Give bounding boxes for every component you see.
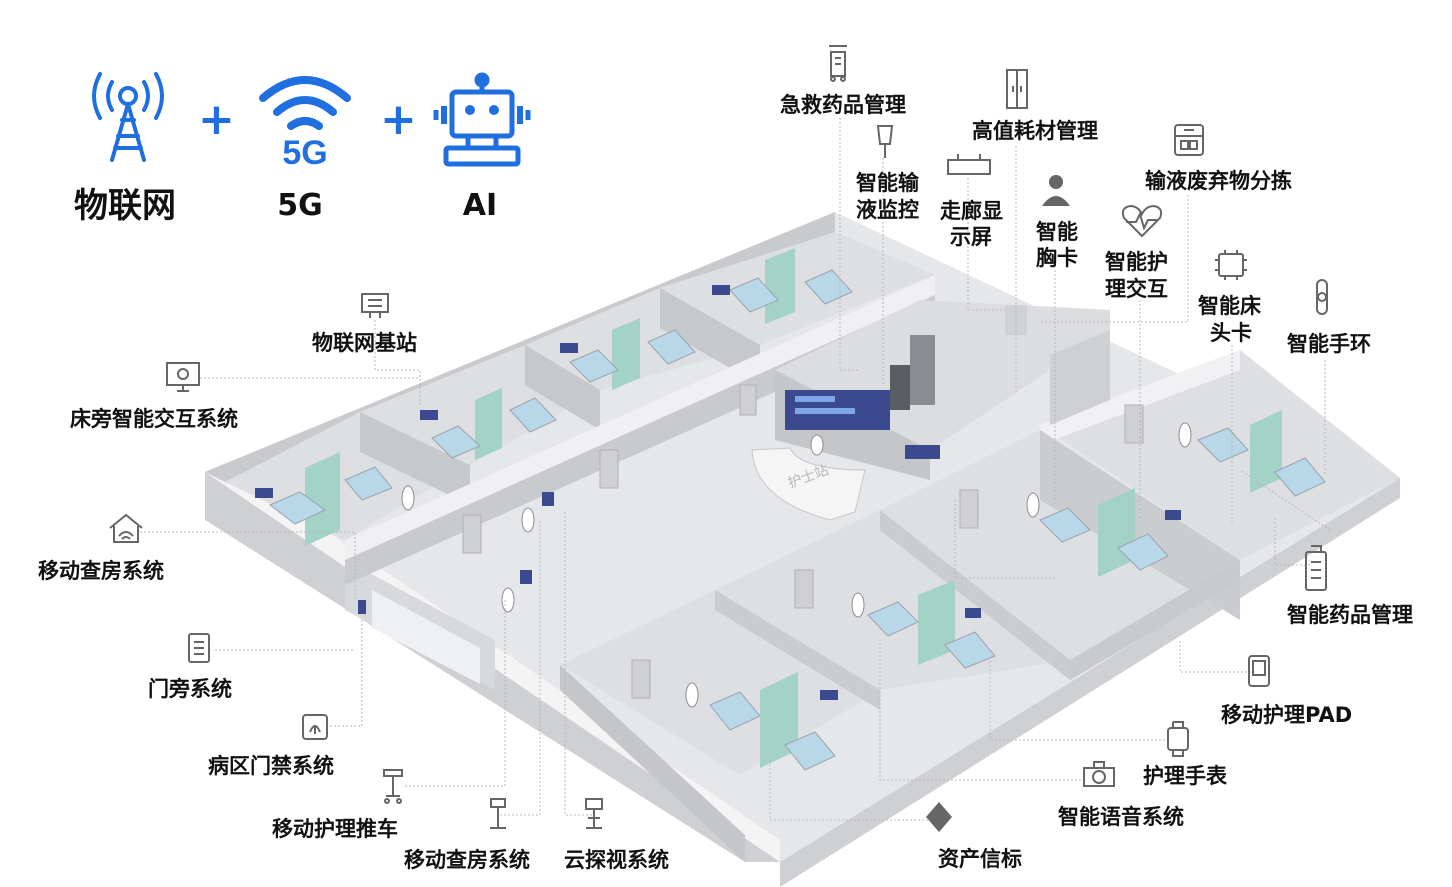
outer-wall-right [780, 478, 1400, 887]
staff-figures [401, 422, 1192, 708]
cloud-visit-icon [585, 798, 603, 829]
header-label-iot: 物联网 [74, 186, 176, 226]
heart-pulse-icon [1121, 204, 1163, 238]
label-smart-bracelet: 智能手环 [1287, 332, 1371, 356]
plus-sign: + [198, 94, 235, 145]
corridor-display-screen [905, 445, 940, 459]
label-ward-access-control: 病区门禁系统 [208, 754, 334, 778]
label-nursing-interaction-line1: 智能护 [1105, 250, 1168, 274]
label-mobile-nursing-pad: 移动护理PAD [1221, 703, 1353, 727]
doors [462, 384, 1144, 699]
label-high-value-consumables: 高值耗材管理 [972, 119, 1098, 143]
label-chest-card-line2: 胸卡 [1036, 246, 1078, 270]
wifi-5g-icon: 5G [259, 76, 351, 168]
cell-tower-icon [92, 72, 164, 162]
label-infusion-waste: 输液废弃物分拣 [1145, 169, 1292, 193]
label-bedside-interaction: 床旁智能交互系统 [70, 407, 238, 431]
rounds-stand-icon [490, 798, 506, 829]
label-emergency-drug: 急救药品管理 [780, 93, 906, 117]
door-panel-icon [188, 633, 210, 663]
corridor-screen-icon [947, 154, 991, 175]
header-label-5g: 5G [277, 188, 323, 223]
label-chest-card-line1: 智能 [1036, 220, 1078, 244]
bed-curtains [305, 248, 1282, 768]
patient-beds [269, 269, 1326, 771]
robot-icon [433, 72, 531, 167]
5g-badge: 5G [282, 134, 327, 168]
label-asset-beacon: 资产信标 [938, 847, 1022, 871]
label-bed-card-line2: 头卡 [1210, 321, 1252, 345]
label-infusion-monitor-line2: 液监控 [856, 198, 919, 222]
plus-sign: + [380, 94, 417, 145]
infusion-icon [876, 125, 894, 158]
label-nursing-watch: 护理手表 [1143, 764, 1227, 788]
waste-box-icon [1174, 124, 1204, 156]
emergency-cart-icon [829, 45, 847, 82]
leader-lines [140, 118, 1331, 821]
label-corridor-display-line1: 走廊显 [940, 199, 1003, 223]
label-mobile-rounds-bottom: 移动查房系统 [404, 848, 530, 872]
label-smart-drug-management: 智能药品管理 [1287, 603, 1413, 627]
pda-icon [1248, 655, 1270, 687]
iot-base-icon [361, 293, 389, 318]
label-infusion-monitor-line1: 智能输 [856, 171, 919, 195]
bedside-terminal-icon [166, 362, 200, 392]
nurse-station-desk [751, 447, 866, 521]
voice-speaker-icon [1083, 761, 1115, 787]
label-bed-card-line1: 智能床 [1198, 294, 1261, 318]
label-smart-voice: 智能语音系统 [1058, 805, 1184, 829]
label-cloud-visit: 云探视系统 [564, 848, 669, 872]
label-corridor-display-line2: 示屏 [950, 225, 992, 249]
bracelet-icon [1316, 279, 1328, 315]
access-control-icon [302, 714, 328, 740]
header-label-ai: AI [462, 188, 498, 223]
nurse-core: 护士站 [751, 300, 1110, 521]
home-wifi-icon [109, 513, 143, 543]
label-iot-base-station: 物联网基站 [312, 331, 417, 355]
watch-icon [1167, 721, 1189, 757]
label-nursing-interaction-line2: 理交互 [1105, 277, 1168, 301]
chip-card-icon [1215, 250, 1247, 280]
label-door-side-system: 门旁系统 [148, 677, 232, 701]
cabinet-icon [1006, 69, 1028, 109]
label-mobile-nursing-cart: 移动护理推车 [272, 817, 398, 841]
wall-monitors [255, 285, 1181, 700]
label-mobile-rounds-left: 移动查房系统 [38, 559, 164, 583]
drug-cabinet-icon [1305, 545, 1327, 591]
nursing-cart-icon [383, 769, 403, 804]
asset-tag-icon [926, 802, 952, 832]
staff-badge-icon [1042, 175, 1070, 206]
